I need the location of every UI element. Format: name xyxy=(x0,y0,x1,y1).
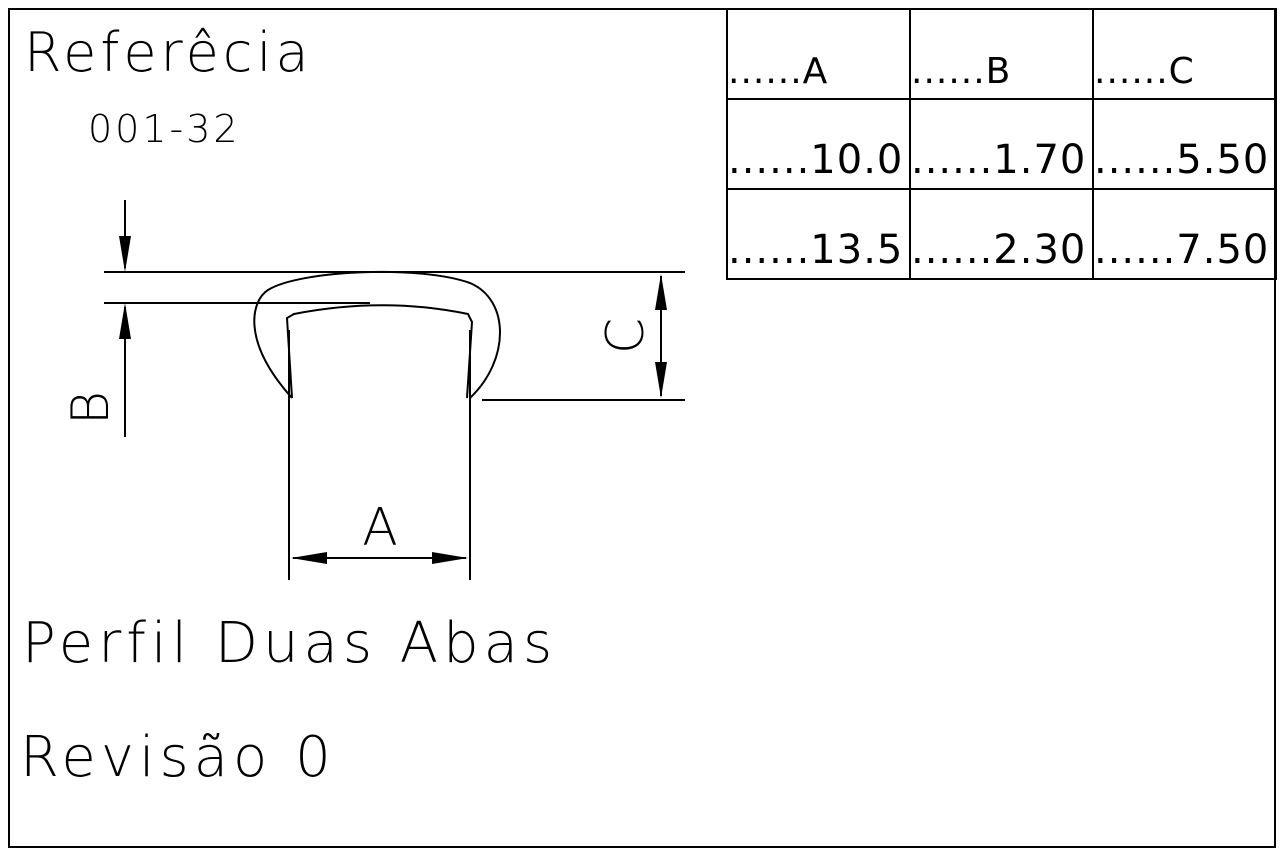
dimension-table-row: ......10.0 ......1.70 ......5.50 xyxy=(726,98,1277,190)
reference-title: Referêcia xyxy=(24,21,313,84)
dimension-label-b: B xyxy=(61,391,121,425)
cell-b: ......2.30 xyxy=(909,188,1094,280)
cell-a: ......13.5 xyxy=(726,188,911,280)
column-header-b: ......B xyxy=(909,8,1094,100)
cell-b: ......1.70 xyxy=(909,98,1094,190)
arrow-c-down xyxy=(655,362,667,398)
column-header-c: ......C xyxy=(1092,8,1277,100)
arrow-b-up xyxy=(119,303,131,339)
drawing-sheet-border xyxy=(8,8,1276,848)
dimension-table-header-row: ......A ......B ......C xyxy=(726,8,1277,100)
profile-name: Perfil Duas Abas xyxy=(22,611,558,676)
profile-inner-outline xyxy=(285,304,474,399)
arrow-c-up xyxy=(655,274,667,310)
revision-label: Revisão 0 xyxy=(20,725,336,790)
reference-code: 001-32 xyxy=(88,107,241,151)
cell-a: ......10.0 xyxy=(726,98,911,190)
column-header-a: ......A xyxy=(726,8,911,100)
cell-c: ......5.50 xyxy=(1092,98,1277,190)
dimension-table: ......A ......B ......C ......10.0 .....… xyxy=(726,8,1277,280)
dimension-table-row: ......13.5 ......2.30 ......7.50 xyxy=(726,188,1277,280)
cell-c: ......7.50 xyxy=(1092,188,1277,280)
arrow-b-down xyxy=(119,236,131,272)
dimension-label-c: C xyxy=(596,318,656,354)
arrow-a-right xyxy=(432,552,468,564)
arrow-a-left xyxy=(291,552,327,564)
dimension-label-a: A xyxy=(362,498,398,558)
